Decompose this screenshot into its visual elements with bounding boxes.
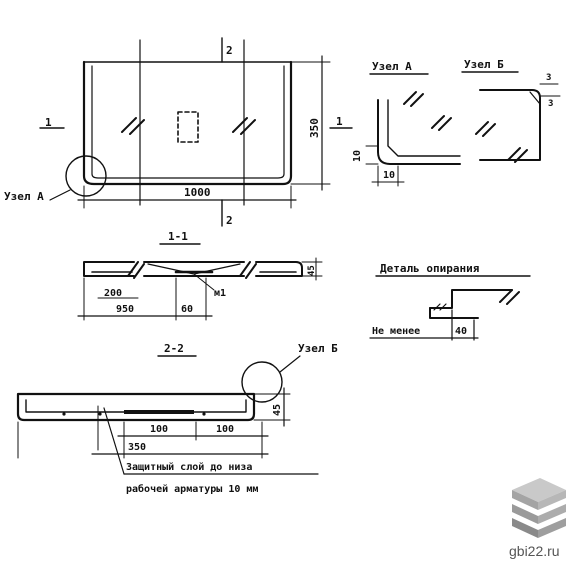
- section-2-2-slab: [16, 392, 256, 422]
- section-2-2-dim-b: 100: [216, 424, 234, 435]
- section-1-1-title: 1-1: [168, 230, 188, 243]
- section-2-2: 2-2 Узел Б 45 100 100 350 Защитный слой …: [16, 342, 338, 495]
- section-1-1-right-slab: [255, 261, 303, 277]
- section-2-2-node-callout: Узел Б: [298, 342, 338, 355]
- section-2-2-dim-c: 350: [128, 442, 146, 453]
- node-a-break-top: [403, 91, 424, 107]
- node-a-dim-vertical: 10: [352, 150, 363, 162]
- support-detail-dim: 40: [455, 326, 467, 337]
- plan-break-left: [121, 117, 145, 135]
- plan-width-dim: 1000: [184, 186, 211, 199]
- section-2-2-rebar-dot-1: [62, 412, 66, 416]
- node-a-title: Узел А: [372, 60, 412, 73]
- node-b-outer: [479, 89, 541, 161]
- section-1-1-height-dim: 45: [307, 265, 317, 276]
- section-2-2-height-dim: 45: [272, 404, 283, 416]
- section-2-2-note-line2: рабочей арматуры 10 мм: [126, 483, 258, 495]
- section-mark-top: 2: [226, 44, 233, 57]
- node-b-leader: [279, 355, 301, 373]
- node-b-break-bottom: [507, 147, 528, 163]
- node-a-outer: [377, 99, 461, 165]
- plan-outline: [82, 60, 293, 186]
- node-b-detail: Узел Б 3 3: [461, 58, 561, 163]
- node-b-corner-mark: [529, 91, 541, 105]
- section-mark-bottom: 2: [226, 214, 233, 227]
- support-detail-wall: [429, 307, 479, 319]
- node-a-inner: [387, 99, 461, 157]
- node-a-detail: Узел А 10 10: [352, 60, 461, 187]
- node-b-dim-small2: 3: [548, 99, 553, 109]
- section-2-2-title: 2-2: [164, 342, 184, 355]
- stacked-slabs-icon: [512, 478, 566, 538]
- support-detail-slab: [429, 289, 513, 309]
- section-1-1-left-slab: [83, 261, 135, 277]
- section-2-2-note-line1: Защитный слой до низа: [126, 461, 252, 473]
- plan-view: 2 2 1 1 350 1000 Узел А: [4, 37, 353, 227]
- node-b-dim-small: 3: [546, 73, 551, 83]
- node-a-leader: [49, 189, 71, 201]
- plan-dashed-opening: [177, 111, 199, 143]
- watermark-text: gbi22.ru: [509, 543, 560, 559]
- section-2-2-rebar-dot-3: [202, 412, 206, 416]
- section-1-1-mark: м1: [214, 288, 226, 299]
- support-detail-title: Деталь опирания: [380, 262, 479, 275]
- node-a-marker-circle: [65, 155, 107, 197]
- section-1-1: 1-1 45 200 950 60 м1: [77, 230, 323, 321]
- support-detail-break: [499, 289, 520, 305]
- section-1-1-center-slab: [143, 261, 245, 277]
- section-mark-left: 1: [45, 116, 52, 129]
- node-b-marker-circle: [241, 361, 283, 403]
- node-b-title: Узел Б: [464, 58, 504, 71]
- plan-inner-line: [91, 65, 285, 179]
- section-1-1-mark-leader: [193, 273, 215, 291]
- node-b-break-left: [475, 121, 496, 137]
- section-2-2-embed: [124, 410, 194, 414]
- support-detail: Деталь опирания Не менее 40: [369, 262, 531, 341]
- plan-height-dim: 350: [308, 118, 321, 138]
- support-detail-hatch: [433, 303, 447, 311]
- section-1-1-dim-main: 950: [116, 304, 134, 315]
- section-1-1-break-left: [127, 261, 145, 279]
- section-2-2-rebar-dot-2: [98, 412, 102, 416]
- plan-node-callout: Узел А: [4, 190, 44, 203]
- section-2-2-dim-a: 100: [150, 424, 168, 435]
- node-a-break-right: [431, 115, 452, 131]
- support-detail-note: Не менее: [372, 326, 420, 337]
- node-a-dim-horizontal: 10: [383, 170, 395, 181]
- section-mark-right: 1: [336, 115, 343, 128]
- section-1-1-left-value: 200: [104, 288, 122, 299]
- plan-break-right: [232, 117, 256, 135]
- section-2-2-note-leader: [103, 407, 125, 475]
- section-1-1-dim-gap: 60: [181, 304, 193, 315]
- section-1-1-break-right: [239, 261, 257, 279]
